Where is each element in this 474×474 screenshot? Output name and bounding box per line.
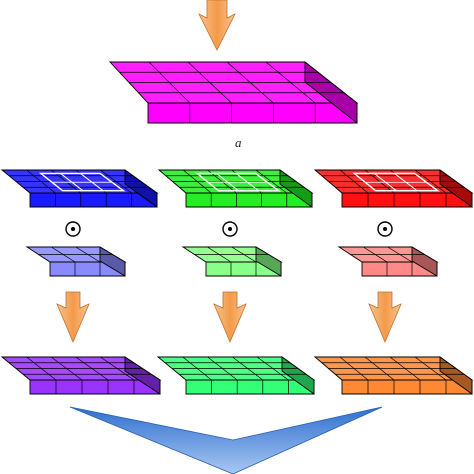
slab-side-face (281, 356, 315, 395)
slab-side-face (124, 169, 158, 208)
top-down-arrow-icon (198, 0, 236, 51)
slab-side-face (279, 169, 313, 208)
weight-slab-red (337, 246, 439, 277)
down-arrow-icon (368, 291, 402, 344)
down-arrow-icon (213, 291, 247, 344)
output-slab-purple (0, 356, 162, 395)
slab-front-face (29, 192, 158, 208)
slab-front-face (185, 192, 313, 208)
operator-circled-dot-icon (377, 221, 393, 237)
slab-front-face (341, 379, 473, 395)
slab-side-face (439, 356, 473, 395)
input-slab-blue (0, 169, 159, 208)
caption-label: a (235, 135, 242, 150)
operator-circled-dot-icon (222, 221, 238, 237)
output-slab-orange (313, 356, 474, 395)
merge-chevron-icon (69, 406, 383, 474)
slab-front-face (341, 192, 473, 208)
top-slab (108, 61, 359, 124)
input-slab-green (157, 169, 314, 208)
slab-front-face (185, 379, 315, 395)
input-slab-red (313, 169, 474, 208)
slab-front-face (147, 102, 358, 124)
output-slab-green (156, 356, 316, 395)
operator-circled-dot-icon (65, 221, 81, 237)
weight-slab-green (181, 246, 283, 277)
slab-side-face (124, 356, 161, 395)
weight-slab-blue (25, 246, 127, 277)
slab-side-face (439, 169, 473, 208)
slab-front-face (29, 379, 161, 395)
down-arrow-icon (56, 291, 90, 344)
